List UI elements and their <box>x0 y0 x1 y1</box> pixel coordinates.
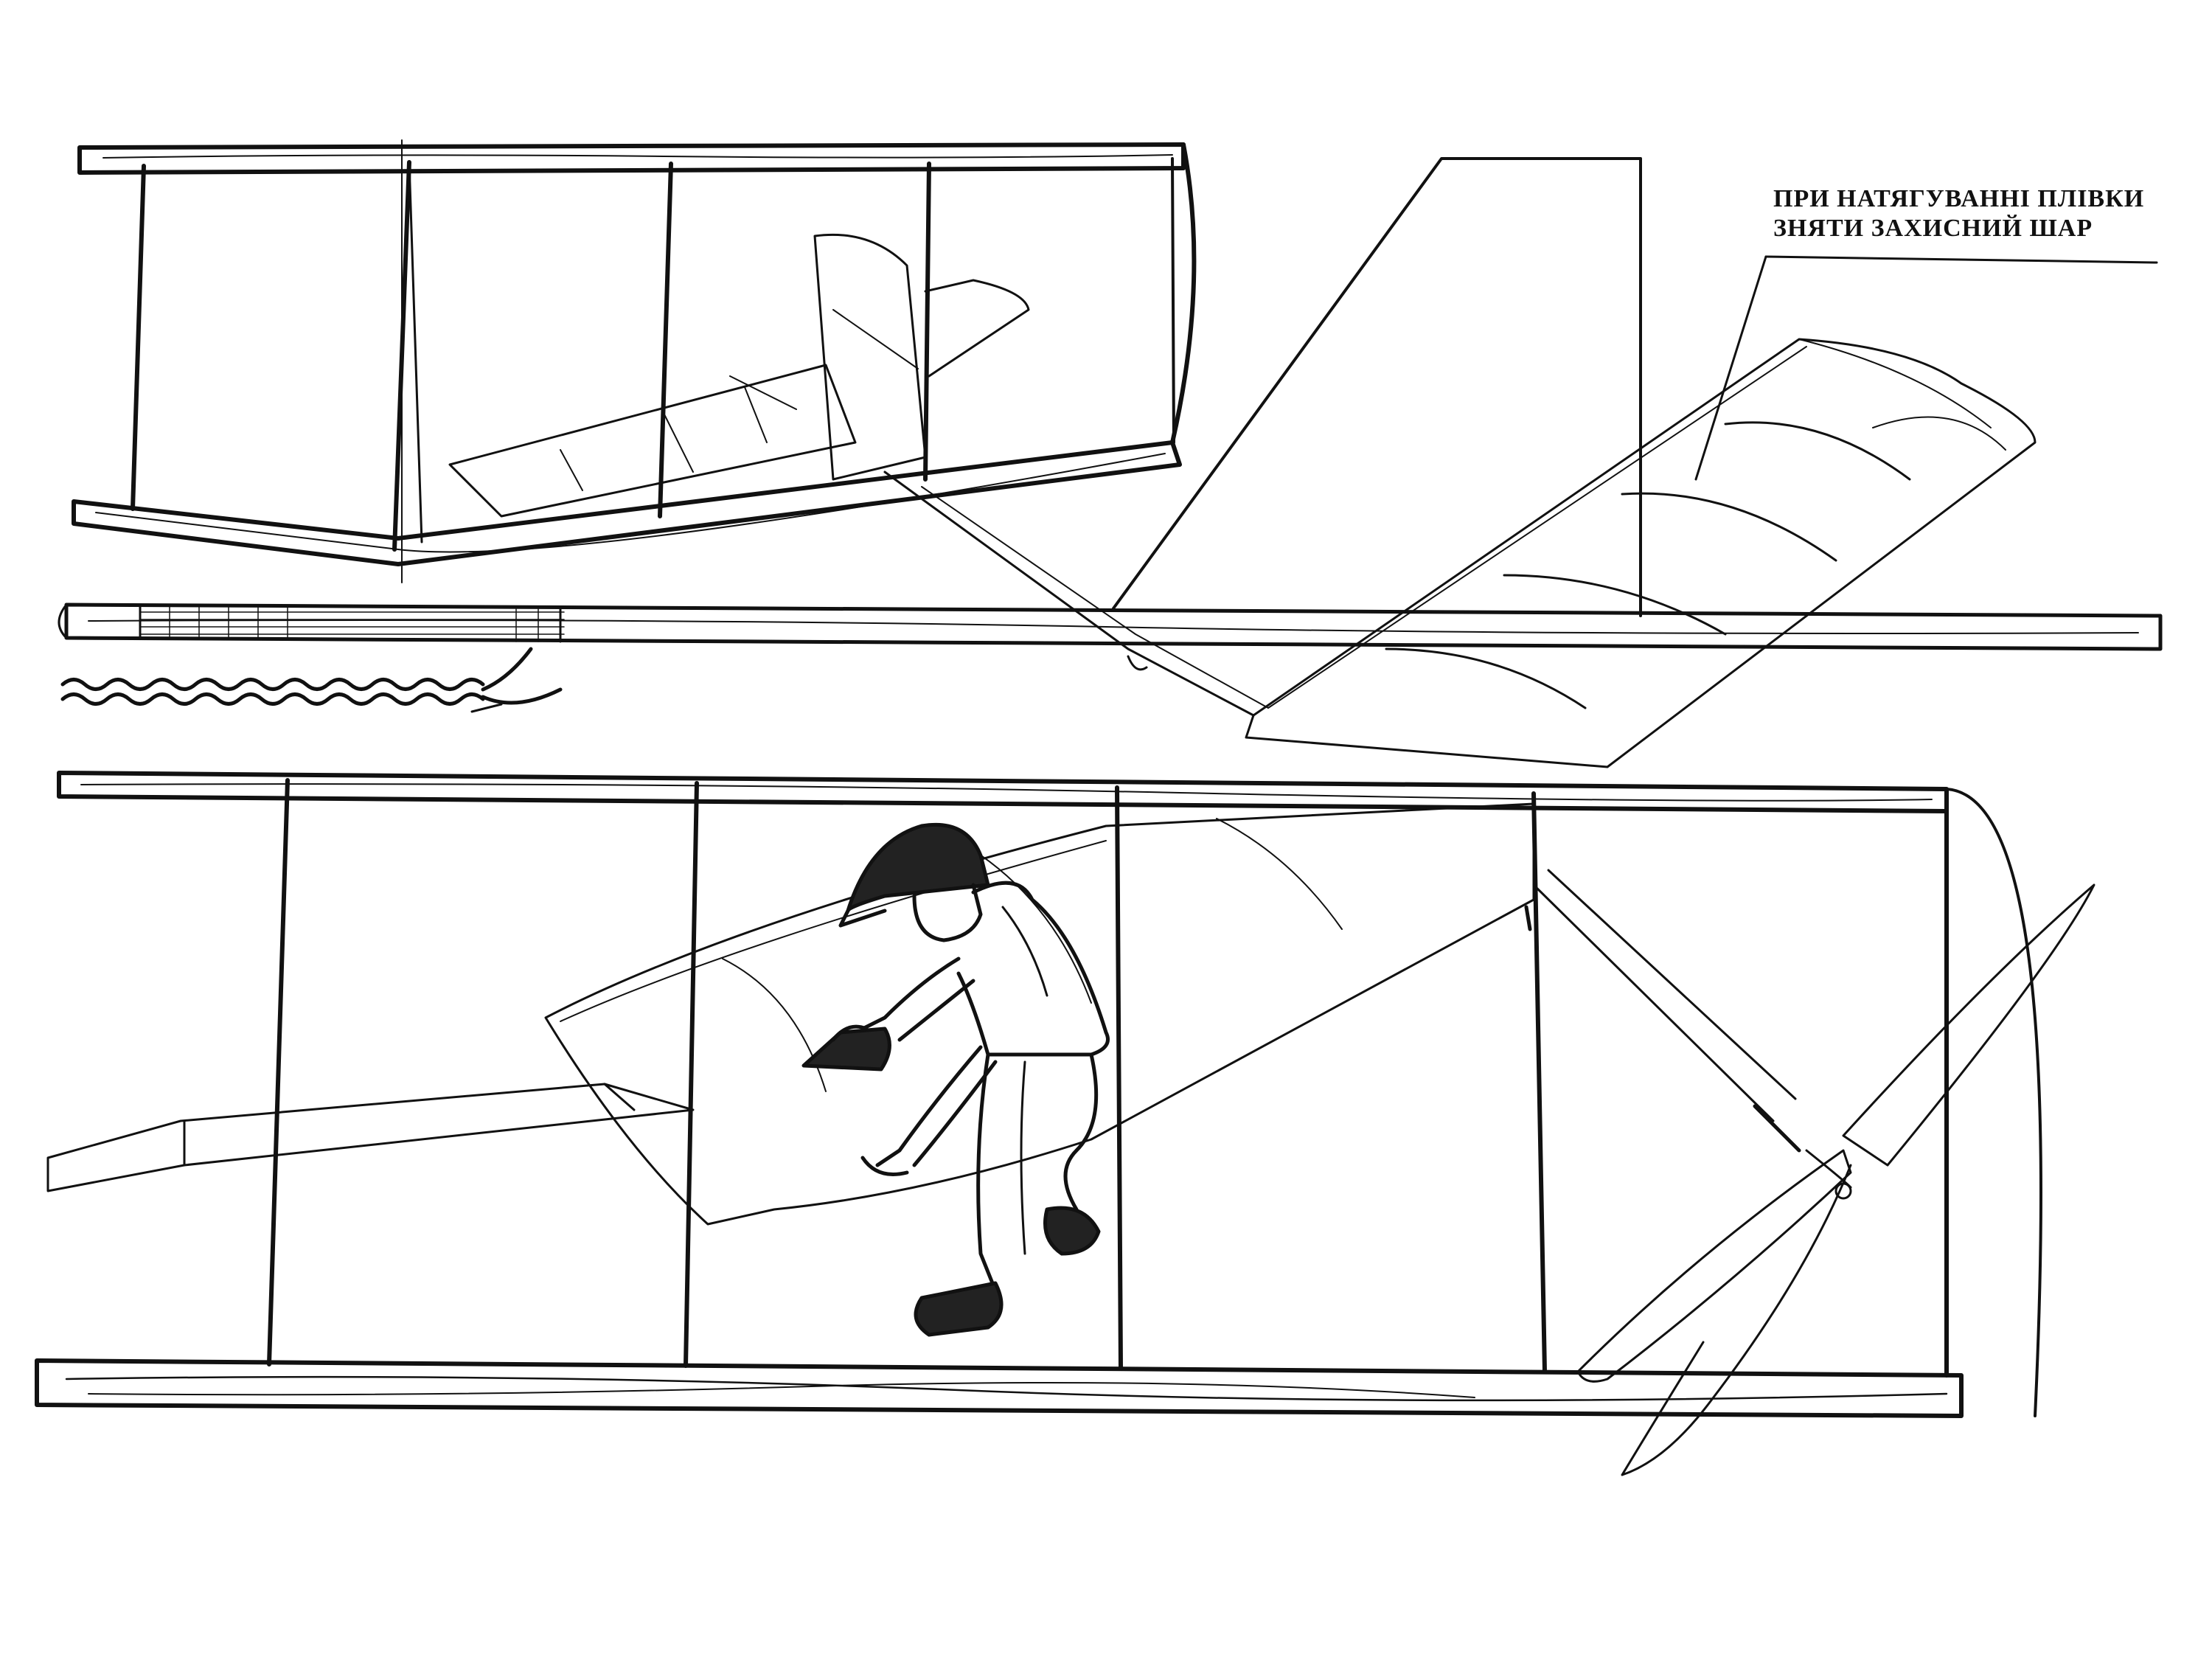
lower-fuselage-icon <box>46 869 1852 1200</box>
annotation-line-2: ЗНЯТИ ЗАХИСНИЙ ШАР <box>1773 215 2093 242</box>
annotation-callout: ПРИ НАТЯГУВАННІ ПЛІВКИ ЗНЯТИ ЗАХИСНИЙ ША… <box>1773 184 2144 243</box>
pylon-icon <box>1112 157 1642 617</box>
upper-frame-icon <box>72 139 1197 583</box>
annotation-leader-icon <box>1694 255 2158 481</box>
rope-icon <box>60 647 563 713</box>
lower-wing-icon <box>544 802 1535 1226</box>
middle-beam-icon <box>58 602 2163 651</box>
main-wing-icon <box>1245 338 2037 768</box>
propeller-icon <box>1576 883 2096 1476</box>
person-with-iron-icon <box>801 822 1110 1337</box>
upper-model-icon <box>448 233 1269 717</box>
lower-frame-icon <box>35 771 2042 1418</box>
annotation-line-1: ПРИ НАТЯГУВАННІ ПЛІВКИ <box>1773 185 2145 212</box>
